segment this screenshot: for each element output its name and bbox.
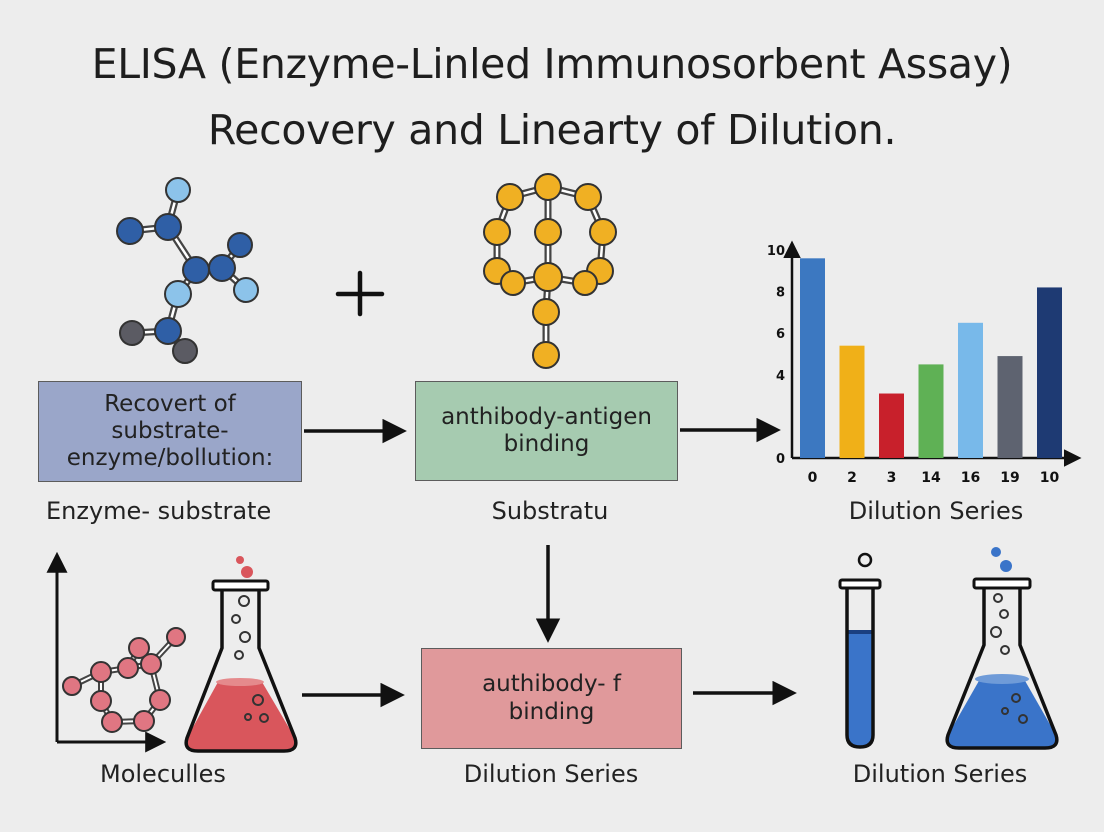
test-tube-icon [838,552,882,749]
plus-icon [335,270,385,317]
chart-x-tick-label: 2 [847,470,857,486]
chart-x-tick-label: 10 [1040,470,1060,486]
dilution-series-chart-label: Dilution Series [848,497,1024,525]
recovery-box-line-2: substrate- [111,417,229,444]
antibody-molecule-icon [483,173,617,369]
title-line-1: ELISA (Enzyme-Linled Immunosorbent Assay… [91,40,1013,88]
chart-bar-0 [800,258,825,458]
axis-graph-icon [46,551,167,753]
chart-y-tick-label: 10 [767,244,785,259]
dilution-series-bottom-label: Dilution Series [852,760,1028,788]
dilution-series-middle-label: Dilution Series [463,760,639,788]
flow-arrows [302,417,797,708]
antibody-antigen-binding-box: anthibody-antigen binding [415,381,678,481]
chart-x-tick-label: 3 [887,470,897,486]
recovery-box-line-3: enzyme/bollution: [66,445,274,472]
chart-x-tick-label: 19 [1000,470,1019,486]
chart-bar-4 [958,322,983,458]
chart-x-tick-label: 14 [921,470,941,486]
chart-bar-2 [879,393,904,458]
chart-bar-5 [997,356,1023,458]
chart-y-tick-label: 4 [776,369,785,384]
enzyme-substrate-label: Enzyme- substrate [46,497,272,525]
flask-red-icon [184,556,298,753]
binding-top-line-1: anthibody-antigen [441,403,652,430]
chart-y-tick-label: 6 [776,327,785,342]
substrate-label: Substratu [491,497,609,525]
molecule-blue-icon [116,177,259,364]
molecules-label: Moleculles [100,760,226,788]
binding-bottom-line-2: binding [508,698,595,725]
chart-bar-6 [1037,287,1062,458]
molecule-red-icon [62,627,186,733]
title-line-2: Recovery and Linearty of Dilution. [207,106,897,154]
recovery-box-line-1: Recovert of [104,390,236,417]
chart-bar-1 [839,345,865,458]
chart-x-tick-label: 16 [961,470,980,486]
binding-bottom-line-1: authibody- f [482,671,621,698]
chart-y-tick-label: 0 [776,452,785,467]
chart-y-tick-label: 8 [776,286,785,301]
chart-x-tick-label: 0 [808,470,818,486]
chart-bar-3 [918,364,944,458]
antibody-binding-box: authibody- f binding [421,648,682,749]
binding-top-line-2: binding [503,431,590,457]
recovery-box: Recovert of substrate- enzyme/bollution: [38,381,302,482]
flask-blue-icon [945,547,1059,750]
